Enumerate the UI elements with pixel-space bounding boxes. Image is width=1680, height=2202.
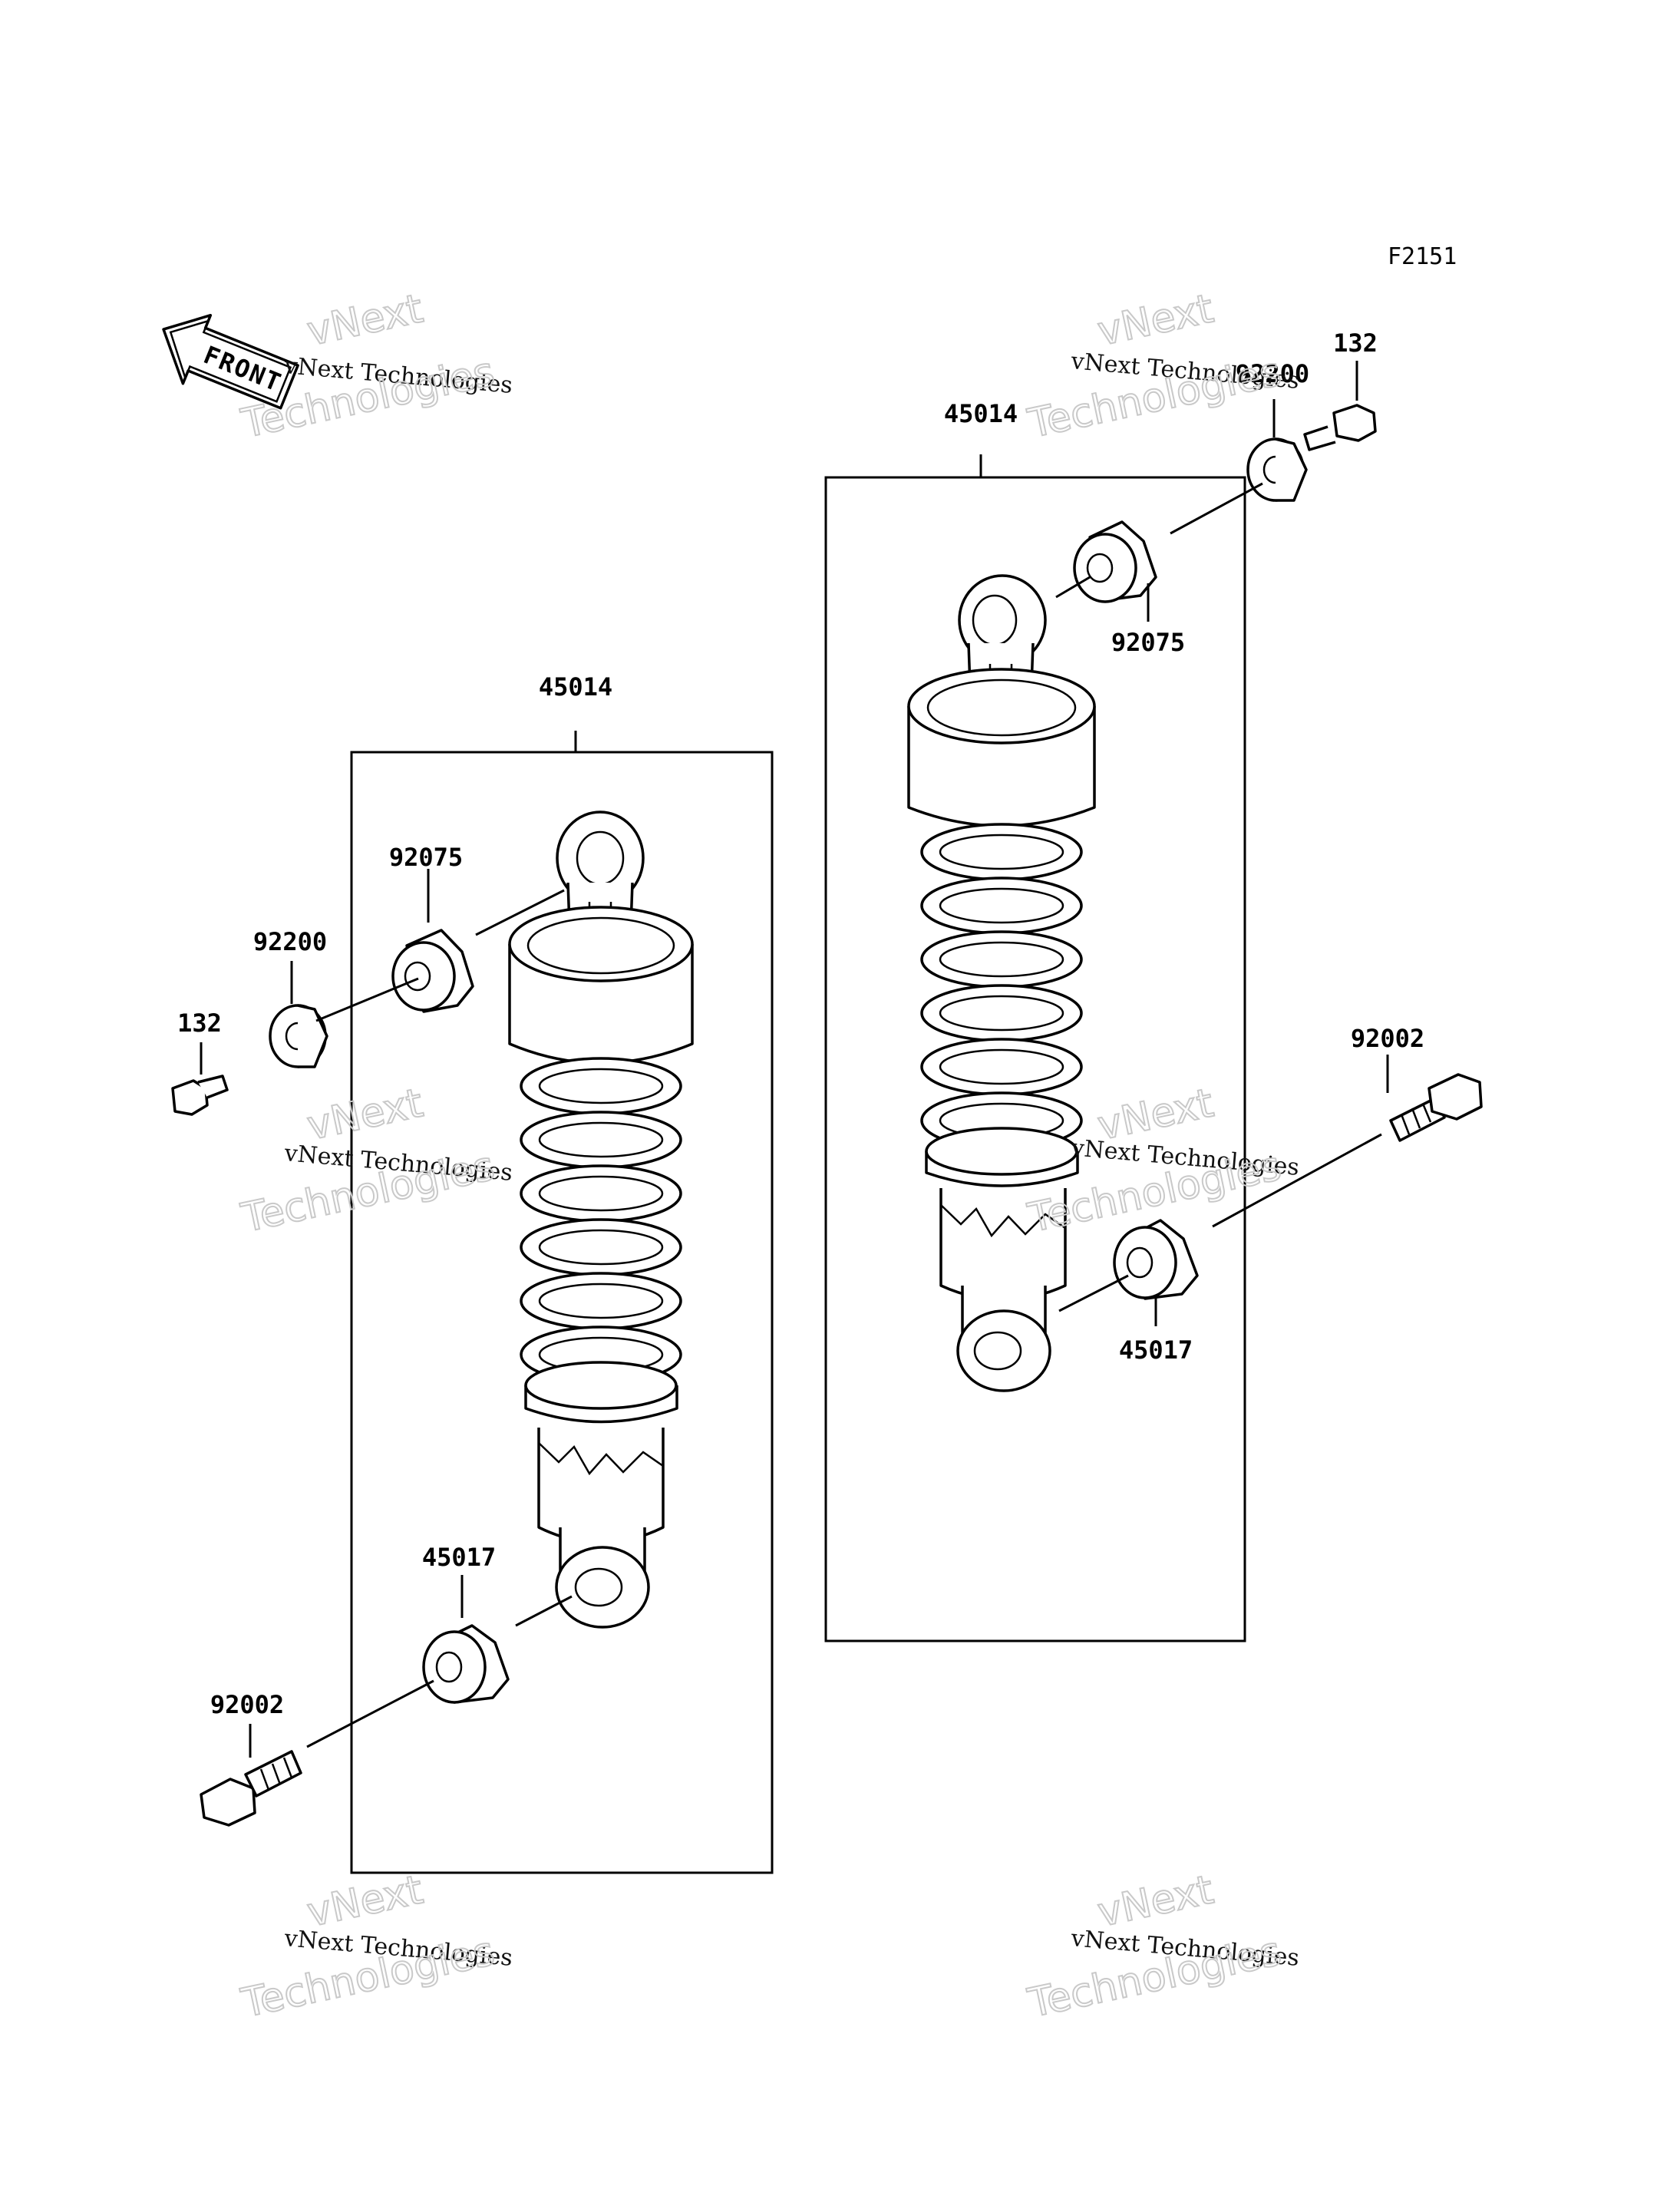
right-top-bushing-label: 92075 (1111, 628, 1185, 657)
right-cap-nut-label: 132 (1333, 328, 1378, 358)
left-cap-nut (171, 1075, 229, 1116)
watermark-mid-left: vNext vNext Technologies Technologies (236, 1079, 513, 1242)
left-shock-absorber (508, 810, 694, 1629)
svg-text:vNext: vNext (1094, 1867, 1217, 1936)
right-shock-absorber (907, 574, 1096, 1392)
left-top-bushing-label: 92075 (389, 843, 463, 872)
left-bolt-label: 92002 (210, 1690, 284, 1719)
left-assembly-frame (350, 751, 774, 1874)
right-bottom-bushing (1113, 1219, 1199, 1300)
watermark-top-right: vNext vNext Technologies Technologies (1023, 285, 1300, 447)
left-bolt (200, 1750, 302, 1827)
watermark-bottom-left: vNext vNext Technologies Technologies (236, 1866, 513, 2027)
left-shock-label: 45014 (539, 672, 612, 702)
right-spring (920, 823, 1083, 1150)
left-washer-label: 92200 (253, 927, 327, 956)
right-bolt-label: 92002 (1351, 1024, 1424, 1053)
left-washer (269, 1004, 328, 1068)
svg-text:vNext: vNext (303, 1867, 427, 1936)
left-cap-nut-label: 132 (177, 1009, 222, 1038)
left-bottom-bushing-label: 45017 (422, 1543, 496, 1572)
right-assembly: 45014 (824, 328, 1483, 1642)
watermark-bottom-right: vNext vNext Technologies Technologies (1023, 1866, 1300, 2027)
left-spring (520, 1057, 682, 1384)
svg-text:vNext: vNext (1094, 286, 1217, 355)
right-washer (1246, 437, 1308, 502)
right-bottom-bushing-label: 45017 (1119, 1335, 1193, 1365)
right-assembly-frame (824, 476, 1246, 1642)
right-top-bushing (1073, 520, 1157, 603)
svg-text:vNext: vNext (303, 286, 427, 355)
left-top-bushing (391, 929, 474, 1013)
right-cap-nut (1303, 404, 1377, 451)
right-washer-label: 92200 (1236, 359, 1309, 388)
left-bottom-bushing (422, 1624, 510, 1704)
left-assembly: 45014 (171, 672, 774, 1874)
svg-text:vNext: vNext (303, 1080, 427, 1149)
right-shock-label: 45014 (944, 399, 1018, 428)
diagram-code: F2151 (1388, 243, 1457, 270)
right-bolt (1389, 1073, 1483, 1142)
